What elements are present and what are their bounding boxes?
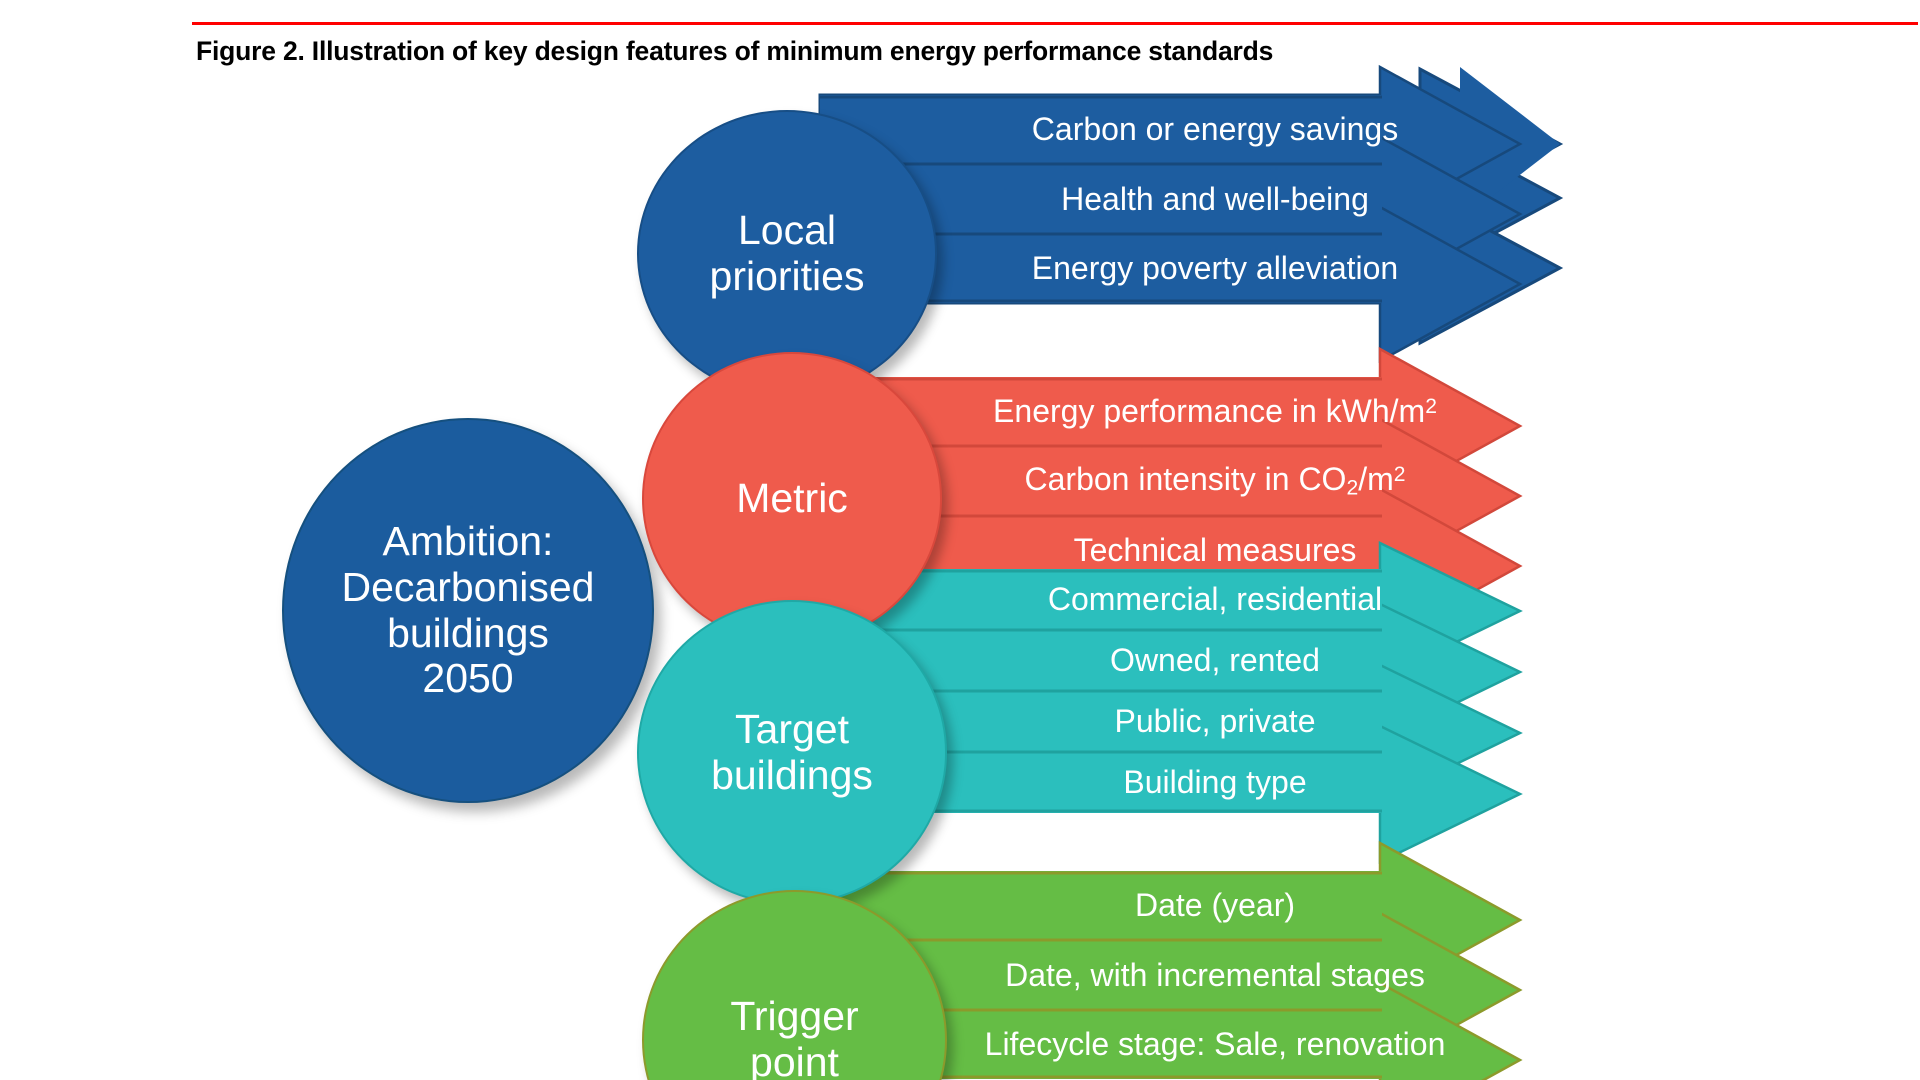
branch-item: Lifecycle stage: Sale, renovation [984, 1025, 1446, 1062]
branch-item: Public, private [1114, 703, 1316, 739]
diagram-stage: Carbon or energy savings Health and well… [0, 64, 1920, 1080]
branch-item: Health and well-being [1061, 180, 1369, 217]
branch-item: Date, with incremental stages [1005, 956, 1425, 993]
branch-item: Building type [1123, 764, 1307, 800]
branch-item: Commercial, residential [1047, 581, 1383, 617]
branch-item: Carbon intensity in CO2/m2 [1024, 461, 1406, 500]
arrow-shape-local-priorities [818, 64, 1564, 364]
branch-item: Energy performance in kWh/m2 [993, 393, 1437, 429]
header-rule [192, 22, 1918, 25]
branch-items-metric: Energy performance in kWh/m2 Carbon inte… [820, 377, 1560, 568]
branch-arrows-local-priorities: Carbon or energy savings Health and well… [818, 64, 1564, 375]
branch-item: Date (year) [1134, 887, 1296, 923]
branch-item: Owned, rented [1110, 642, 1320, 678]
branch-items-trigger-point: Date (year) Date, with incremental stage… [820, 871, 1560, 1080]
branch-items-target-buildings: Commercial, residential Owned, rented Pu… [820, 569, 1560, 869]
figure-title: Figure 2. Illustration of key design fea… [196, 36, 1274, 66]
branch-items-local-priorities: Carbon or energy savings Health and well… [820, 95, 1560, 375]
branch-item: Technical measures [1073, 531, 1357, 568]
branch-node-label: Metric [736, 474, 848, 521]
branch-item: Energy poverty alleviation [1031, 249, 1399, 286]
branch-node-metric: Metric [642, 352, 942, 645]
branch-item: Carbon or energy savings [1031, 111, 1399, 147]
